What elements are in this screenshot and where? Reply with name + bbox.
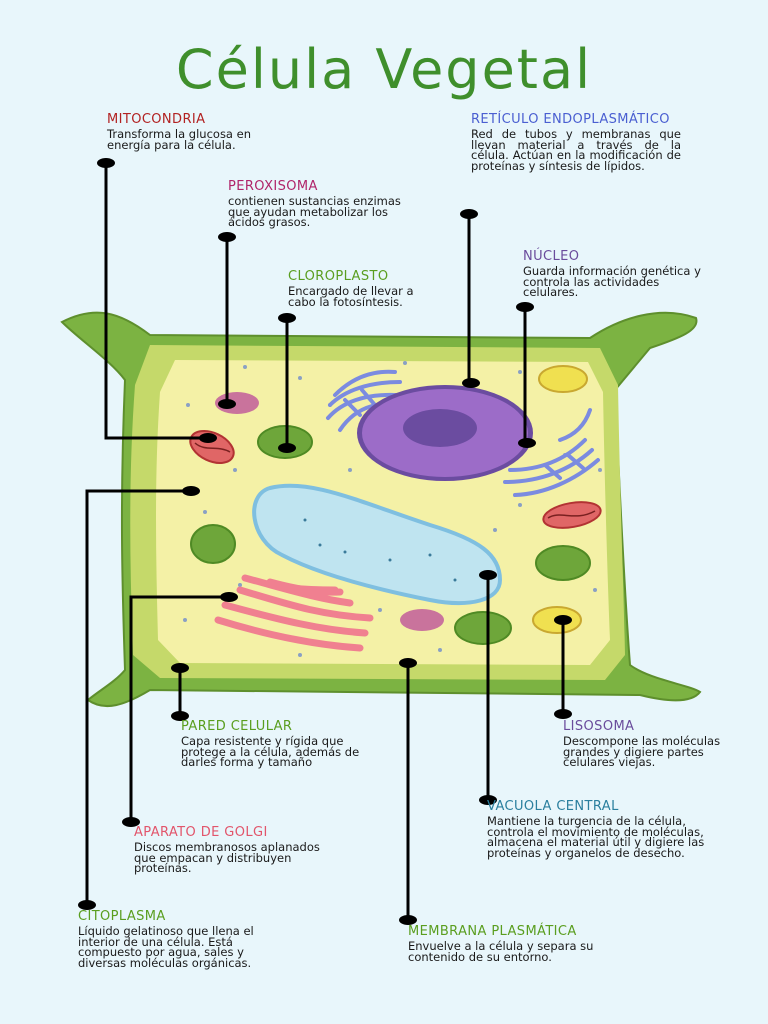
leader-lines [85, 163, 565, 920]
label-title: PARED CELULAR [181, 719, 293, 734]
label-description: contienen sustancias enzimas que ayudan … [228, 194, 401, 229]
label-title: MEMBRANA PLASMÁTICA [408, 924, 577, 939]
label-description: Guarda información genética y controla l… [523, 264, 701, 299]
label-title: PEROXISOMA [228, 179, 318, 194]
leader-endpoints [78, 158, 572, 925]
label-description: Transforma la glucosa en energía para la… [107, 127, 252, 152]
label-title: MITOCONDRIA [107, 112, 206, 127]
label-title: VACUOLA CENTRAL [487, 799, 619, 814]
label-title: NÚCLEO [523, 249, 580, 264]
label-title: RETÍCULO ENDOPLASMÁTICO [471, 112, 670, 127]
central-vacuole [252, 483, 503, 605]
label-membrana: MEMBRANA PLASMÁTICA Envuelve a la célula… [408, 924, 648, 964]
label-title: CLOROPLASTO [288, 269, 389, 284]
label-description: Capa resistente y rígida que protege a l… [181, 734, 360, 769]
label-nucleo: NÚCLEO Guarda información genética y con… [523, 250, 703, 298]
label-title: LISOSOMA [563, 719, 635, 734]
label-pared: PARED CELULAR Capa resistente y rígida q… [181, 720, 391, 768]
label-reticulo: RETÍCULO ENDOPLASMÁTICO Red de tubos y m… [471, 112, 681, 173]
label-description: Descompone las moléculas grandes y digie… [563, 734, 721, 769]
label-cloroplasto: CLOROPLASTO Encargado de llevar a cabo l… [288, 269, 438, 309]
label-mitocondria: MITOCONDRIA Transforma la glucosa en ene… [107, 112, 292, 152]
label-peroxisoma: PEROXISOMA contienen sustancias enzimas … [228, 180, 428, 228]
label-lisosoma: LISOSOMA Descompone las moléculas grande… [563, 720, 743, 768]
label-description: Encargado de llevar a cabo la fotosíntes… [288, 284, 414, 309]
chloroplasts [190, 425, 591, 645]
label-golgi: APARATO DE GOLGI Discos membranosos apla… [134, 826, 344, 874]
endoplasmic-reticulum [326, 369, 600, 497]
label-description: Discos membranosos aplanados que empacan… [134, 840, 320, 875]
label-title: CITOPLASMA [78, 909, 166, 924]
label-description: Red de tubos y membranas que llevan mate… [471, 127, 681, 173]
label-citoplasma: CITOPLASMA Líquido gelatinoso que llena … [78, 909, 293, 970]
golgi-apparatus [214, 574, 374, 652]
label-description: Envuelve a la célula y separa su conteni… [408, 939, 594, 964]
diagram-title: Célula Vegetal [175, 38, 593, 101]
label-description: Líquido gelatinoso que llena el interior… [78, 924, 254, 970]
label-description: Mantiene la turgencia de la célula, cont… [487, 814, 705, 860]
label-title: APARATO DE GOLGI [134, 825, 268, 840]
nucleus [357, 385, 533, 481]
label-vacuola: VACUOLA CENTRAL Mantiene la turgencia de… [487, 799, 732, 860]
